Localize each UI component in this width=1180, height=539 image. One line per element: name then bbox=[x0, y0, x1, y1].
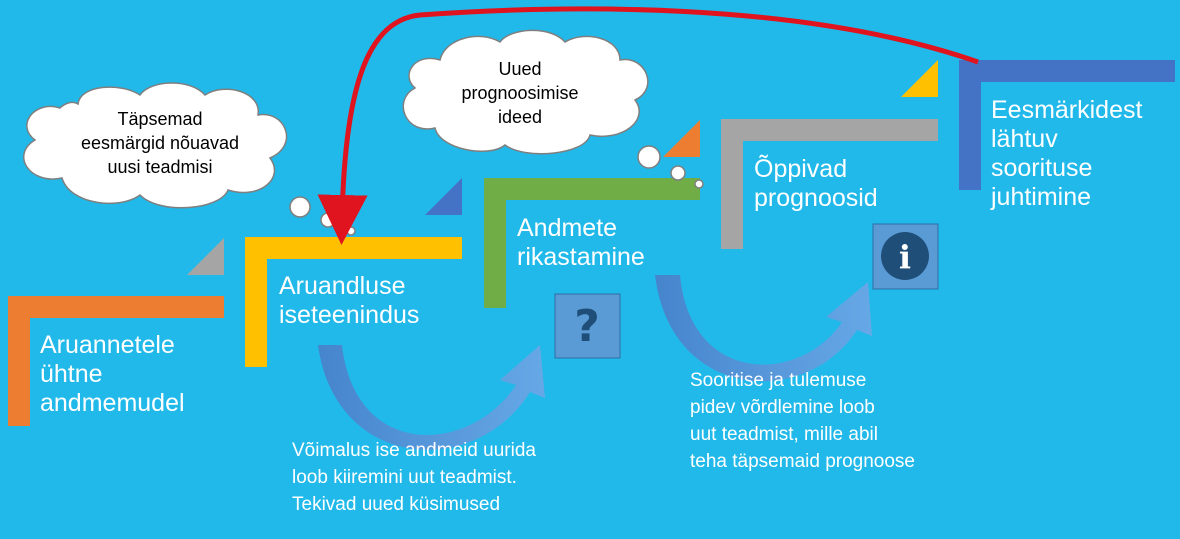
step-2-shape bbox=[245, 178, 462, 367]
step-3-shape bbox=[484, 120, 700, 308]
curved-arrow-1 bbox=[318, 345, 545, 450]
thought-cloud-2 bbox=[402, 29, 704, 189]
step-4-label: Õppivad prognoosid bbox=[754, 155, 878, 212]
step-3-label: Andmete rikastamine bbox=[517, 214, 645, 271]
cloud-1-text: Täpsemad eesmärgid nõuavad uusi teadmisi bbox=[80, 109, 240, 177]
step-5-shape bbox=[959, 60, 1175, 190]
question-box bbox=[554, 293, 621, 359]
feedback-loop-arrow bbox=[317, 6, 979, 245]
question-mark-icon: ? bbox=[574, 301, 600, 352]
caption-2: Sooritise ja tulemuse pidev võrdlemine l… bbox=[690, 370, 915, 472]
step-2-label: Aruandluse iseteenindus bbox=[279, 272, 420, 329]
curved-arrow-2 bbox=[655, 275, 872, 382]
step-1-label: Aruannetele ühtne andmemudel bbox=[40, 331, 185, 417]
cloud-2-text: Uued prognoosimise ideed bbox=[461, 59, 579, 127]
step-5-label: Eesmärkidest lähtuv soorituse juhtimine bbox=[991, 96, 1143, 211]
caption-1: Võimalus ise andmeid uurida loob kiiremi… bbox=[292, 440, 536, 515]
info-icon-glyph: i bbox=[899, 238, 911, 276]
step-4-shape bbox=[721, 60, 938, 249]
step-1-shape bbox=[8, 238, 224, 426]
info-icon bbox=[881, 232, 929, 280]
